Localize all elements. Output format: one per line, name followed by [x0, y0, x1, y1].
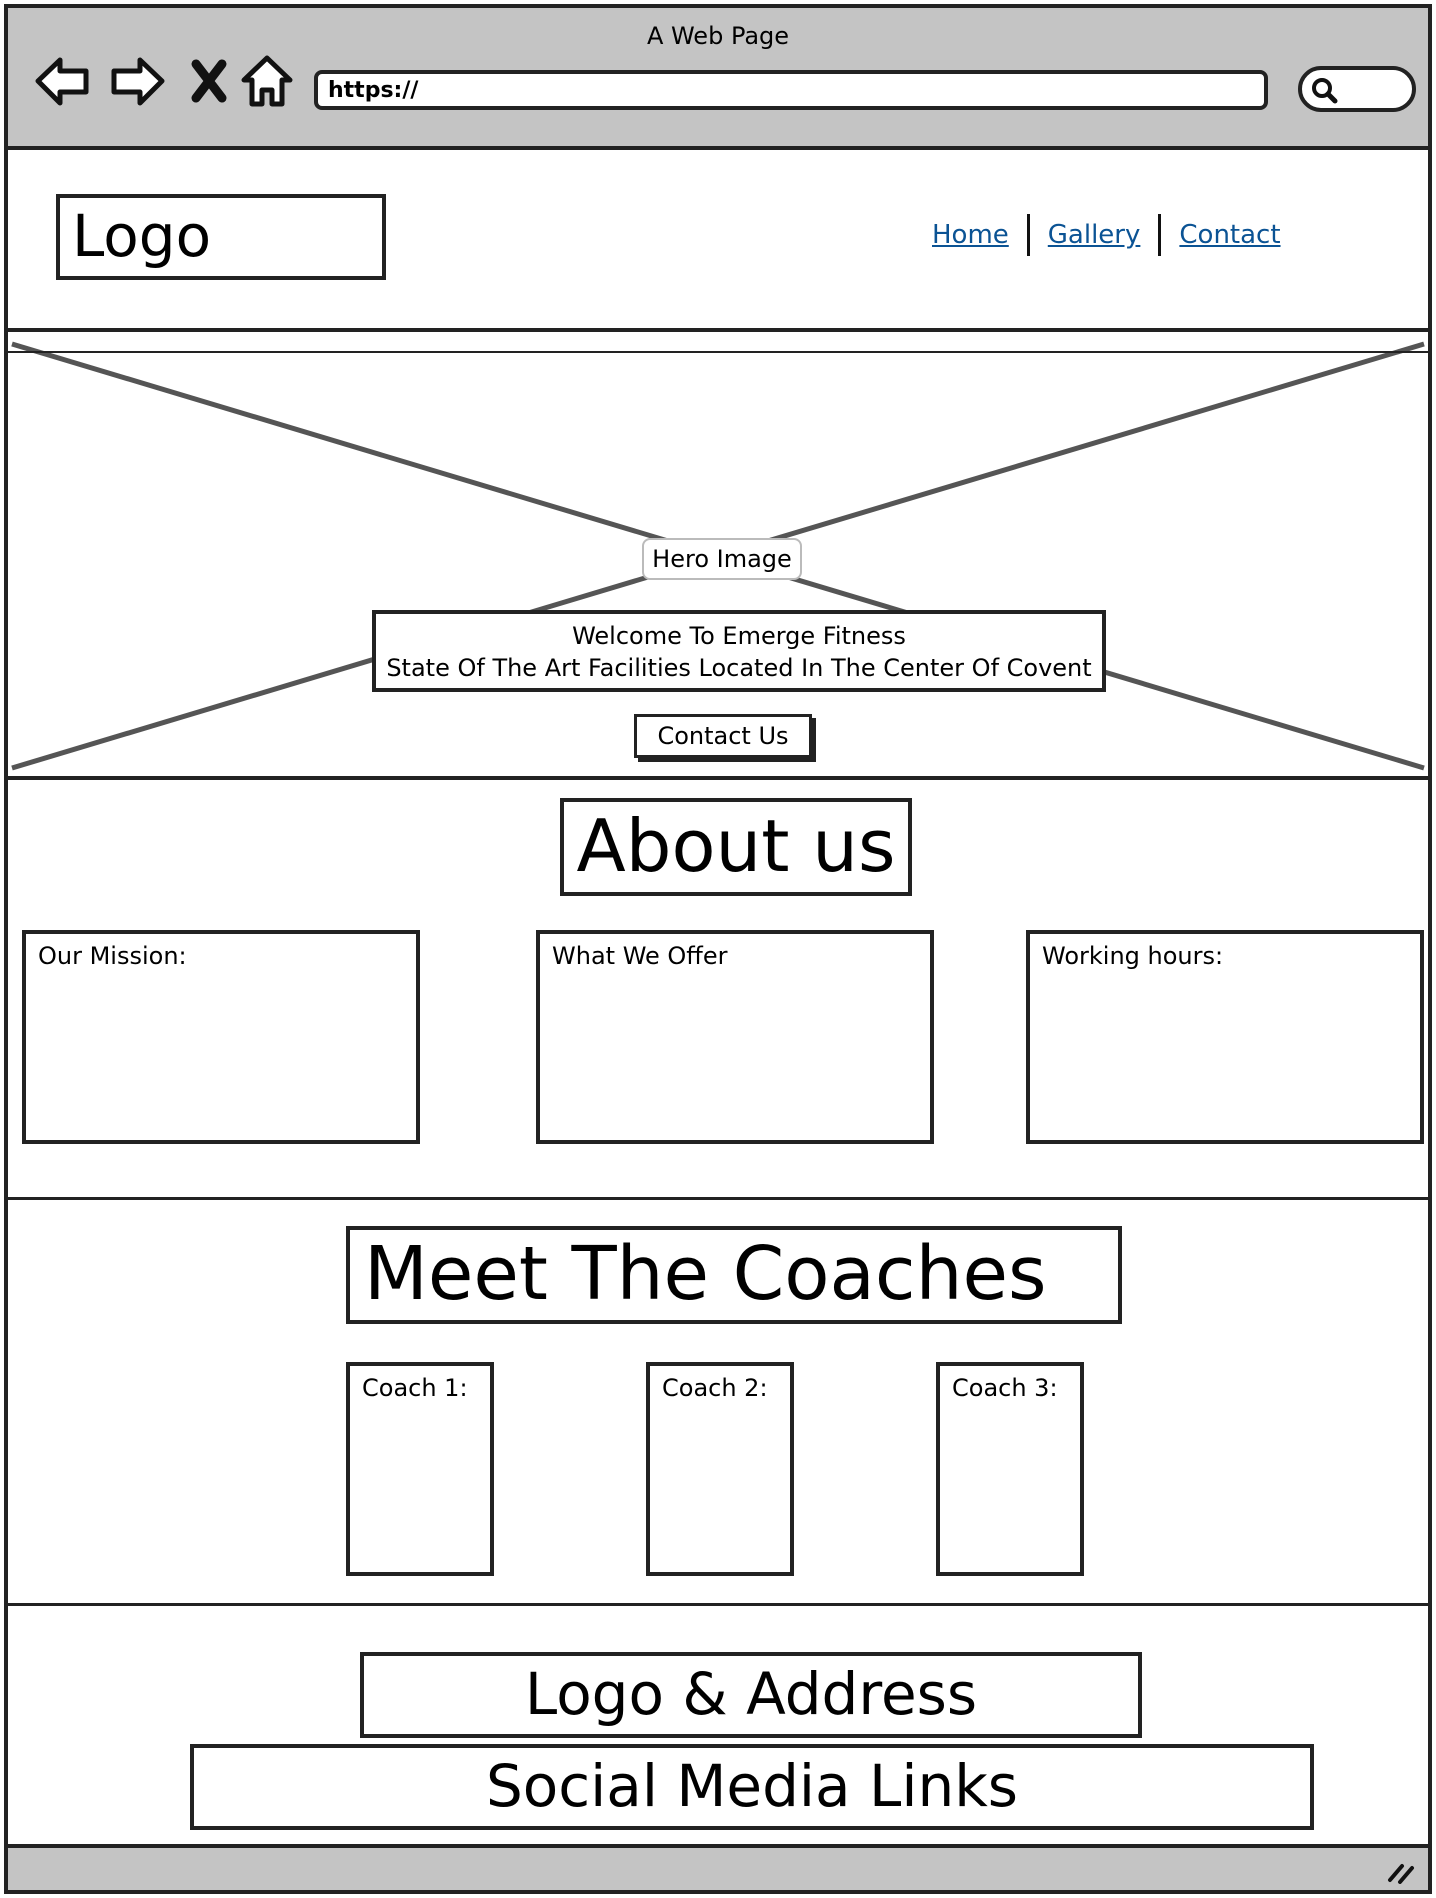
footer-social-links[interactable]: Social Media Links — [190, 1744, 1314, 1830]
browser-status-bar — [8, 1844, 1428, 1890]
main-nav: Home Gallery Contact — [932, 214, 1281, 256]
forward-icon[interactable] — [108, 52, 166, 110]
mission-box: Our Mission: — [22, 930, 420, 1144]
contact-us-button[interactable]: Contact Us — [634, 714, 812, 758]
welcome-subheading: State Of The Art Facilities Located In T… — [386, 654, 1092, 682]
welcome-banner: Welcome To Emerge Fitness State Of The A… — [372, 610, 1106, 692]
window-title: A Web Page — [646, 22, 790, 50]
coach-card-1: Coach 1: — [346, 1362, 494, 1576]
nav-divider — [1158, 214, 1162, 256]
site-logo[interactable]: Logo — [56, 194, 386, 280]
browser-search-field[interactable] — [1298, 66, 1416, 112]
coaches-section: Meet The Coaches Coach 1: Coach 2: Coach… — [8, 1200, 1428, 1606]
offer-box: What We Offer — [536, 930, 934, 1144]
nav-link-contact[interactable]: Contact — [1179, 220, 1281, 250]
about-section: About us Our Mission: What We Offer Work… — [8, 780, 1428, 1200]
footer-logo-address: Logo & Address — [360, 1652, 1142, 1738]
welcome-heading: Welcome To Emerge Fitness — [572, 622, 906, 650]
url-input[interactable]: https:// — [314, 70, 1268, 110]
working-hours-box: Working hours: — [1026, 930, 1424, 1144]
back-icon[interactable] — [34, 52, 92, 110]
resize-handle-icon[interactable] — [1386, 1856, 1416, 1884]
hero-image-label: Hero Image — [642, 538, 802, 580]
coach-card-3: Coach 3: — [936, 1362, 1084, 1576]
search-icon — [1312, 78, 1338, 104]
site-footer: Logo & Address Social Media Links — [8, 1606, 1428, 1848]
coaches-title: Meet The Coaches — [346, 1226, 1122, 1324]
browser-window: A Web Page https:// Logo Home Gallery — [4, 4, 1432, 1894]
about-title: About us — [560, 798, 912, 896]
nav-link-gallery[interactable]: Gallery — [1047, 220, 1141, 250]
hero-section: Hero Image Welcome To Emerge Fitness Sta… — [8, 336, 1428, 780]
nav-divider — [1026, 214, 1030, 256]
browser-toolbar: A Web Page https:// — [8, 8, 1428, 150]
home-icon[interactable] — [238, 52, 296, 110]
coach-card-2: Coach 2: — [646, 1362, 794, 1576]
site-header: Logo Home Gallery Contact — [8, 154, 1428, 332]
stop-icon[interactable] — [182, 52, 240, 110]
nav-link-home[interactable]: Home — [932, 220, 1009, 250]
